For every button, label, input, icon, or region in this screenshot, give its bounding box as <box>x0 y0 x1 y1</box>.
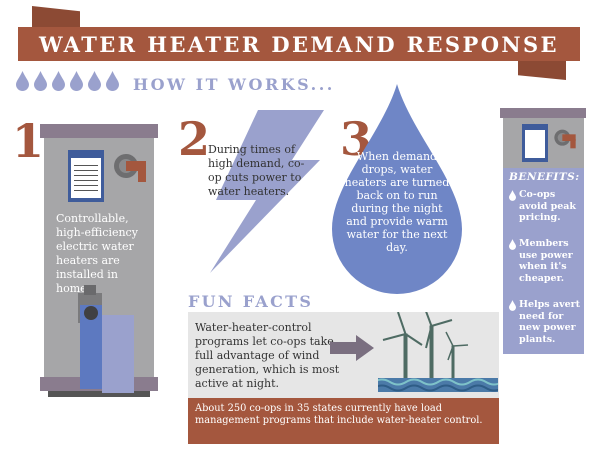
water-drop-icon <box>34 71 47 91</box>
step-1-text: Controllable, high-efficiency electric w… <box>56 212 138 295</box>
water-drop-icon <box>52 71 65 91</box>
water-drop-icon <box>16 71 29 91</box>
water-drop-icon <box>88 71 101 91</box>
large-water-drop-icon <box>332 84 462 294</box>
heater-top-cap <box>40 124 158 138</box>
heater-label-icon <box>68 150 104 202</box>
fun-facts-text: Water-heater-control programs let co-ops… <box>195 321 340 390</box>
section-heading-how-it-works: HOW IT WORKS... <box>133 75 335 94</box>
footer-text: About 250 co-ops in 35 states currently … <box>195 403 483 426</box>
water-drop-icon <box>106 71 119 91</box>
benefit-item: Co-ops avoid peak pricing. <box>509 189 581 224</box>
title-banner: WATER HEATER DEMAND RESPONSE <box>18 27 580 61</box>
benefit-item: Helps avert need for new power plants. <box>509 299 581 345</box>
thermostat-control-icon <box>78 285 134 393</box>
benefits-pipe-valve-icon <box>554 129 576 149</box>
benefits-heater-cap <box>500 108 586 118</box>
benefits-title: BENEFITS: <box>509 171 580 183</box>
bullet-drop-icon <box>509 190 516 201</box>
benefits-panel <box>503 168 584 354</box>
step-3-text: When demand drops, water heaters are tur… <box>344 150 450 254</box>
step-number-2: 2 <box>178 112 211 166</box>
pipe-valve-icon <box>114 154 146 182</box>
bullet-drop-icon <box>509 300 516 311</box>
benefits-heater-label-icon <box>522 124 548 162</box>
drops-row <box>16 71 119 91</box>
step-2-text: During times of high demand, co-op cuts … <box>208 143 305 198</box>
section-heading-fun-facts: FUN FACTS <box>188 292 314 311</box>
step-number-1: 1 <box>12 114 45 168</box>
wind-turbines-icon <box>378 312 498 392</box>
benefit-item: Members use power when it's cheaper. <box>509 238 581 284</box>
bullet-drop-icon <box>509 239 516 250</box>
arrow-right-icon <box>330 335 374 361</box>
page-title: WATER HEATER DEMAND RESPONSE <box>39 31 559 57</box>
heater-base <box>48 391 150 397</box>
water-drop-icon <box>70 71 83 91</box>
footer-bar <box>188 398 499 444</box>
lightning-bolt-icon <box>210 110 324 273</box>
